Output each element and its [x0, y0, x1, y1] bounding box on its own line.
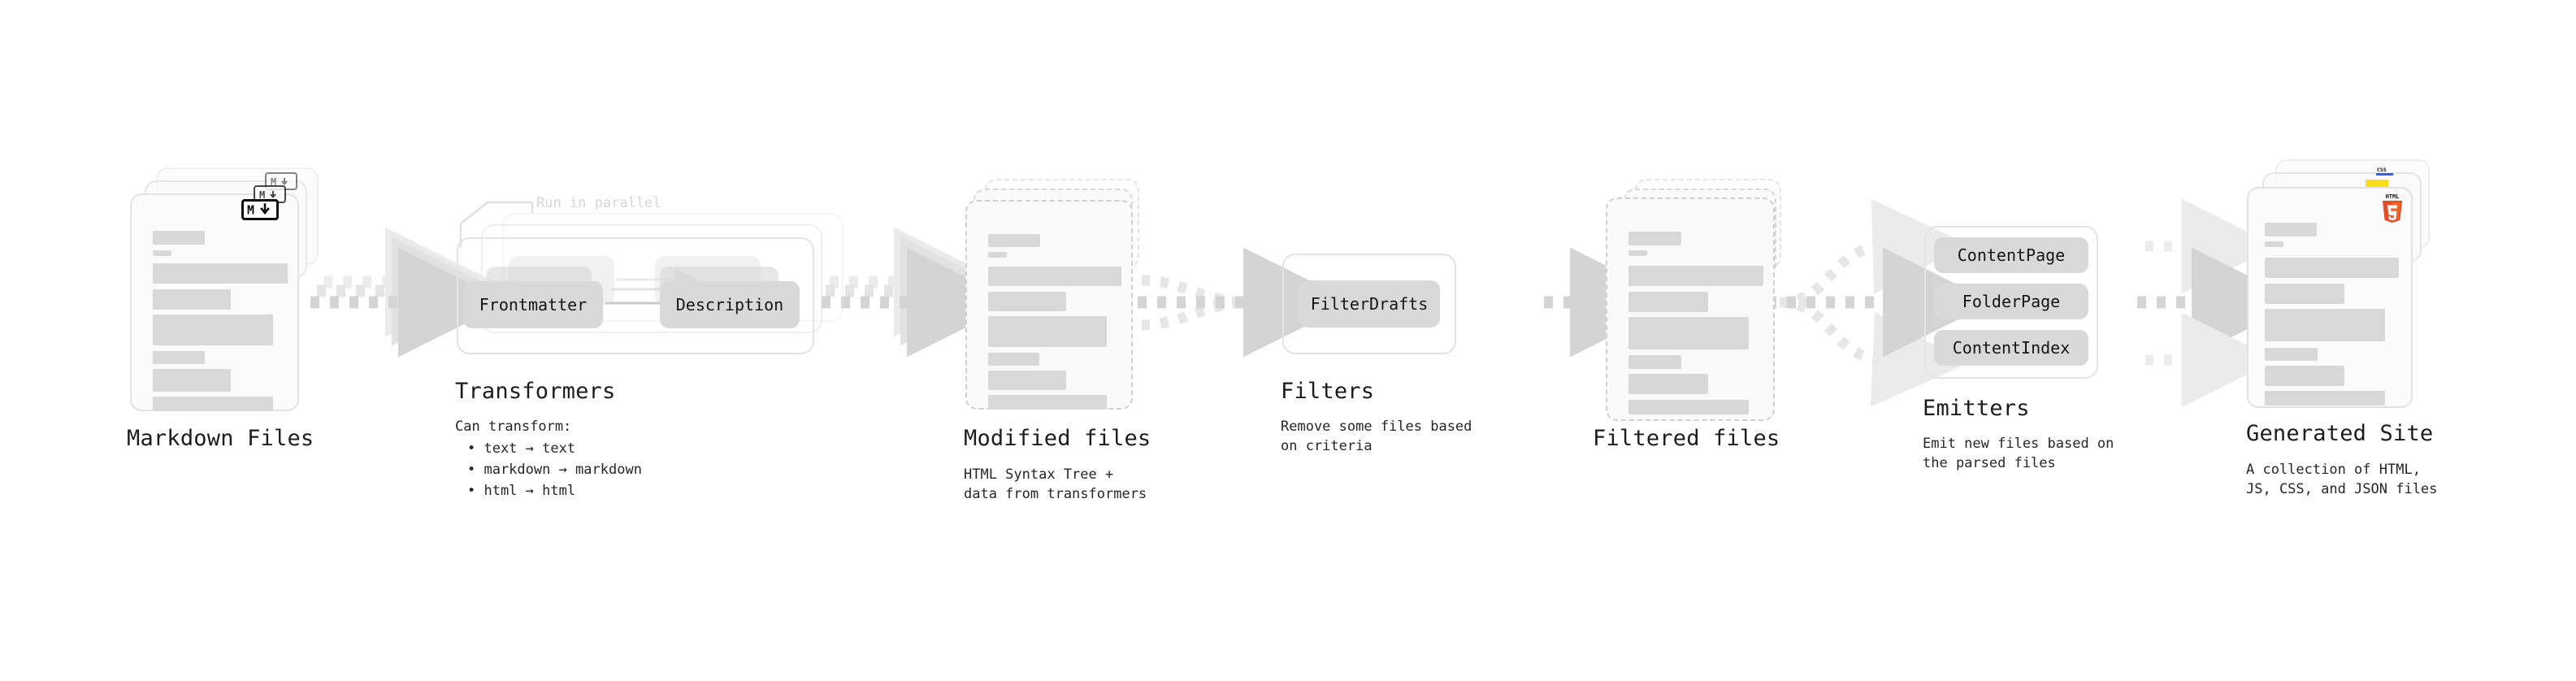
chip-folderpage-label: FolderPage	[1962, 292, 2061, 311]
stage-title-markdown-files: Markdown Files	[127, 426, 314, 451]
skeleton-bar	[2265, 391, 2385, 406]
chip-filterdrafts[interactable]: FilterDrafts	[1299, 280, 1440, 327]
skeleton-bar	[1628, 292, 1708, 312]
html5-icon: HTML	[2379, 191, 2405, 223]
filters-subtitle: Remove some files based on criteria	[1281, 419, 1472, 454]
skeleton-bar	[153, 231, 205, 245]
document-sheet-front	[2247, 187, 2413, 408]
skeleton-bar	[988, 234, 1040, 247]
chip-contentpage-label: ContentPage	[1957, 245, 2066, 265]
svg-text:M: M	[259, 189, 265, 200]
document-sheet-front	[965, 200, 1133, 410]
document-skeleton	[967, 202, 1131, 410]
chip-filterdrafts-label: FilterDrafts	[1310, 294, 1429, 314]
run-in-parallel-annotation: Run in parallel	[536, 195, 661, 211]
skeleton-bar	[153, 250, 171, 256]
transformers-bullet-0: • text → text	[467, 440, 576, 457]
chip-frontmatter-label: Frontmatter	[479, 295, 588, 314]
stage-title-generated-site: Generated Site	[2246, 421, 2434, 446]
skeleton-bar	[988, 316, 1107, 347]
markdown-icon: M	[241, 199, 279, 220]
skeleton-bar	[153, 351, 205, 364]
document-sheet-front	[130, 193, 299, 411]
skeleton-bar	[2265, 284, 2344, 304]
transformer-group-front	[457, 237, 814, 354]
chip-contentindex-label: ContentIndex	[1952, 338, 2071, 358]
stage-title-filtered-files: Filtered files	[1593, 426, 1780, 451]
skeleton-bar	[153, 263, 288, 284]
chip-description[interactable]: Description	[660, 281, 800, 328]
skeleton-bar	[2265, 309, 2385, 341]
arrow-filtered-to-emitters	[1767, 198, 1993, 407]
skeleton-bar	[153, 369, 231, 392]
skeleton-bar	[2265, 241, 2283, 247]
chip-frontmatter[interactable]: Frontmatter	[463, 281, 603, 328]
emitters-group-box	[1924, 226, 2098, 379]
transformer-group-middle	[481, 224, 822, 333]
skeleton-bar	[988, 395, 1107, 410]
transformers-subtitle: Can transform:	[455, 419, 572, 435]
skeleton-bar	[988, 252, 1007, 258]
transformers-bullet-2: • html → html	[467, 483, 576, 499]
stage-title-filters: Filters	[1281, 379, 1375, 404]
skeleton-bar	[1628, 232, 1681, 245]
skeleton-bar	[1628, 317, 1749, 349]
document-skeleton	[1607, 199, 1773, 419]
arrow-modified-to-filters	[1138, 247, 1353, 358]
arrow-emitters-to-site	[2137, 198, 2301, 408]
skeleton-bar	[988, 292, 1066, 311]
skeleton-bar	[1628, 355, 1681, 369]
skeleton-bar	[2265, 223, 2317, 236]
skeleton-bar	[1628, 250, 1647, 256]
skeleton-bar	[1628, 400, 1749, 414]
skeleton-bar	[1628, 266, 1763, 286]
arrow-markdown-to-transformers	[310, 227, 508, 358]
transformers-bullet-1: • markdown → markdown	[467, 462, 642, 478]
css3-icon: CSS	[2375, 165, 2395, 178]
chip-description-label: Description	[675, 295, 784, 314]
chip-contentpage[interactable]: ContentPage	[1934, 237, 2088, 273]
skeleton-bar	[988, 267, 1121, 286]
chip-contentindex[interactable]: ContentIndex	[1934, 330, 2088, 366]
skeleton-bar	[2265, 348, 2318, 361]
svg-text:HTML: HTML	[2386, 193, 2400, 200]
skeleton-bar	[2265, 258, 2399, 278]
emitters-subtitle: Emit new files based on the parsed files	[1923, 436, 2114, 471]
stage-title-transformers: Transformers	[455, 379, 616, 404]
markdown-glyph: M	[247, 203, 270, 216]
modified-files-subtitle: HTML Syntax Tree + data from transformer…	[964, 466, 1147, 502]
skeleton-bar	[2265, 366, 2344, 386]
filters-group-box	[1282, 254, 1456, 354]
stage-title-emitters: Emitters	[1923, 396, 2030, 421]
svg-text:M: M	[247, 203, 254, 216]
generated-site-subtitle: A collection of HTML, JS, CSS, and JSON …	[2246, 462, 2438, 497]
chip-folderpage[interactable]: FolderPage	[1934, 284, 2088, 319]
markdown-glyph: M	[271, 176, 288, 187]
skeleton-bar	[988, 371, 1066, 390]
skeleton-bar	[153, 397, 273, 411]
document-skeleton	[2249, 189, 2411, 406]
svg-text:CSS: CSS	[2377, 167, 2387, 173]
skeleton-bar	[153, 314, 273, 345]
document-sheet-front	[1606, 197, 1775, 421]
skeleton-bar	[153, 289, 231, 310]
markdown-glyph: M	[259, 189, 276, 200]
document-skeleton	[132, 195, 297, 411]
stage-title-modified-files: Modified files	[964, 426, 1151, 451]
skeleton-bar	[988, 353, 1039, 366]
skeleton-bar	[1628, 374, 1708, 394]
svg-text:M: M	[271, 176, 276, 187]
